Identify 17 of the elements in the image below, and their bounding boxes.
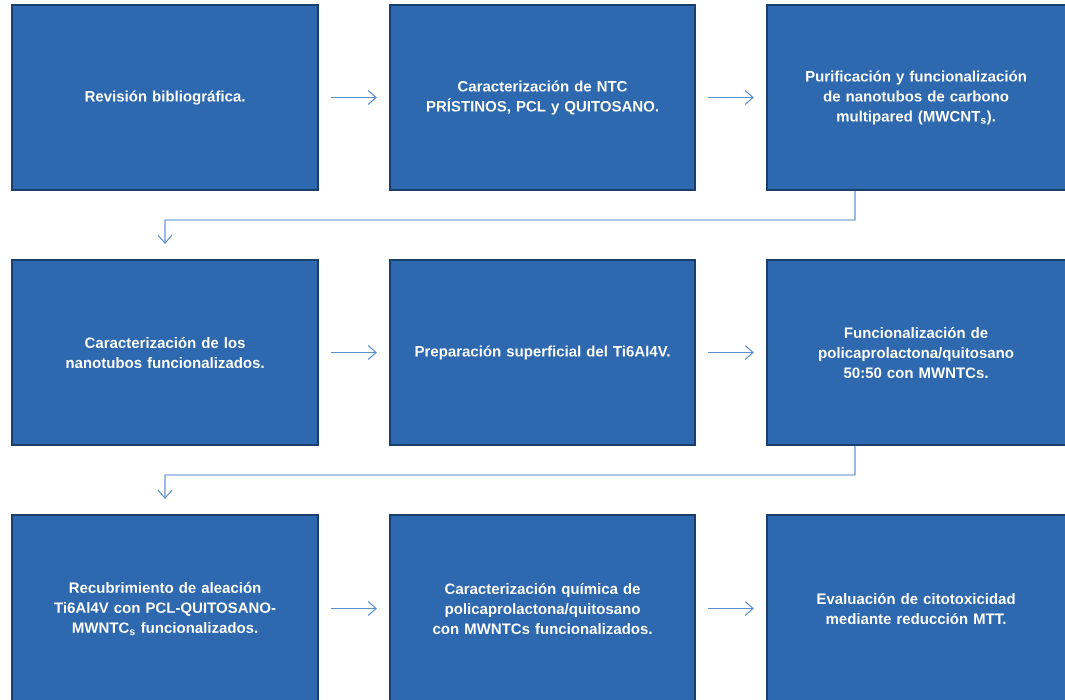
process-box: Funcionalización de policaprolactona/quitosano 50:50 con MWNTCs. (766, 259, 1065, 446)
process-box: Caracterización de NTC PRÍSTINOS, PCL y QUITOSANO. (389, 4, 696, 191)
arrow (707, 344, 754, 361)
process-box: Caracterización química de policaprolactona/quitosano con MWNTCs funcionalizados. (389, 514, 696, 700)
process-box: Purificación y funcionalización de nanotubos de carbono multipared (MWCNT$_{s}$). (766, 4, 1065, 191)
process-box: Revisión bibliográfica. (11, 4, 319, 191)
process-box: Caracterización de los nanotubos funcionalizados. (11, 259, 319, 446)
arrow (707, 600, 754, 617)
process-box: Evaluación de citotoxicidad mediante reducción MTT. (766, 514, 1065, 700)
arrow (330, 600, 377, 617)
arrow (157, 190, 856, 244)
arrow (157, 445, 856, 499)
arrow (330, 89, 377, 106)
arrow (330, 344, 377, 361)
process-box: Recubrimiento de aleación Ti6Al4V con PCL-QUITOSANO-MWNTC$_{s}$ funcionalizados. (11, 514, 319, 700)
arrow (707, 89, 754, 106)
process-box: Preparación superficial del Ti6Al4V. (389, 259, 696, 446)
